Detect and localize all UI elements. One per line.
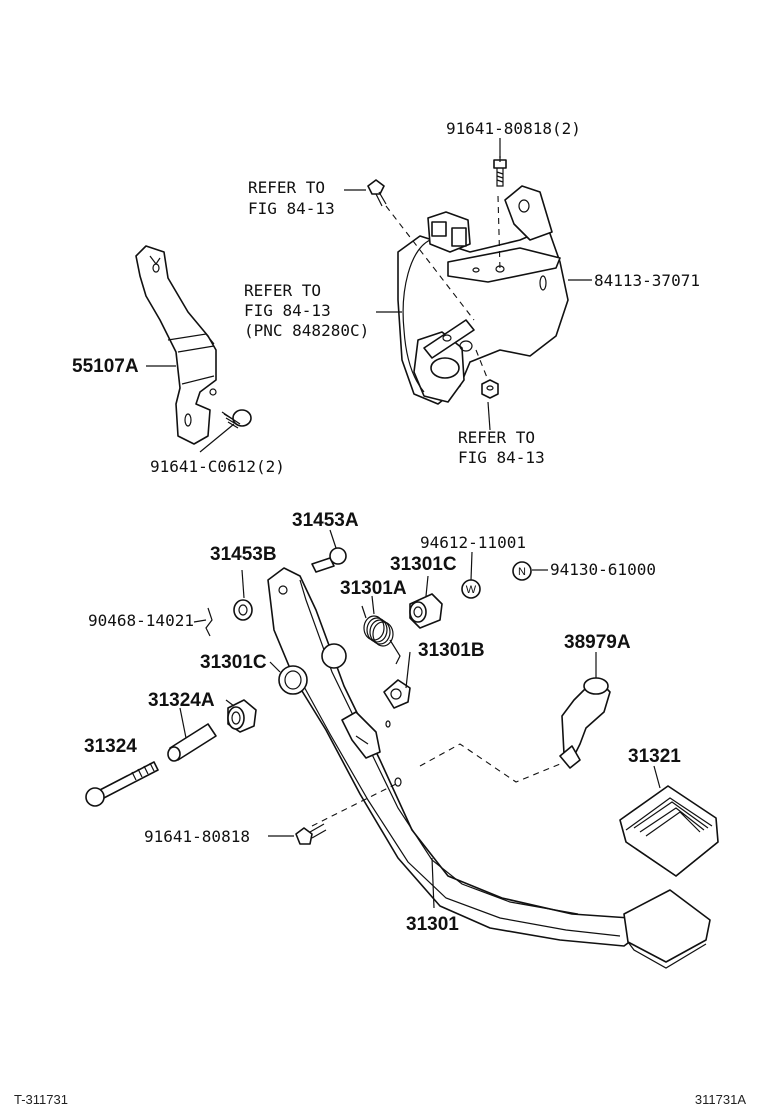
spring-31301a-icon	[361, 605, 401, 665]
cushion-31301b-icon	[383, 679, 411, 709]
label-refer-3-line2: FIG 84-13	[458, 448, 545, 467]
collar-31324a-icon	[167, 723, 217, 762]
label-pad-31321: 31321	[628, 746, 681, 767]
bushing-31301c-top-icon	[409, 593, 443, 629]
bolt-31324-icon	[85, 761, 159, 807]
label-refer-2-line2: FIG 84-13	[244, 301, 331, 320]
label-screw: 91641-C0612(2)	[150, 457, 285, 476]
bolt-91641-lower-icon	[295, 823, 327, 845]
nut-n-icon: N	[512, 561, 532, 581]
label-bolt-91641: 91641-80818	[144, 827, 250, 846]
footer-right: 311731A	[695, 1092, 746, 1107]
label-nut-n: 94130-61000	[550, 560, 656, 579]
label-cover-38979a: 38979A	[564, 632, 631, 653]
label-support: 55107A	[72, 356, 139, 377]
label-refer-2-line1: REFER TO	[244, 281, 321, 300]
label-bolt-324: 31324	[84, 736, 137, 757]
label-refer-1-line1: REFER TO	[248, 178, 325, 197]
bracket-assembly	[367, 159, 569, 405]
washer-w-icon: W	[461, 579, 481, 599]
label-bracket: 84113-37071	[594, 271, 700, 290]
pedal-cover-38979a-icon	[559, 677, 611, 769]
pin-90468-icon	[205, 607, 213, 637]
label-cushion-301b: 31301B	[418, 640, 485, 661]
label-washer-w: 94612-11001	[420, 533, 526, 552]
label-pedal-31301: 31301	[406, 914, 459, 935]
label-refer-3-line1: REFER TO	[458, 428, 535, 447]
support-bracket-55107a	[135, 245, 217, 445]
label-refer-1-line2: FIG 84-13	[248, 199, 335, 218]
bushing-31453b-icon	[233, 599, 253, 621]
nut-icon	[481, 379, 499, 399]
leader-lines	[146, 138, 661, 909]
bushing-31301c-mid-icon	[227, 699, 257, 733]
label-pin-90468: 90468-14021	[88, 611, 194, 630]
nut-n-symbol: N	[518, 566, 526, 578]
label-bush-453a: 31453A	[292, 510, 359, 531]
label-spring-301a: 31301A	[340, 578, 407, 599]
label-refer-2-line3: (PNC 848280C)	[244, 321, 369, 340]
label-bolt-top: 91641-80818(2)	[446, 119, 581, 138]
label-bush-301c-top: 31301C	[390, 554, 457, 575]
label-bush-453b: 31453B	[210, 544, 277, 565]
bolt-top-icon	[493, 159, 507, 187]
pedal-pad-31321-icon	[619, 785, 719, 877]
label-bush-301c-mid: 31301C	[200, 652, 267, 673]
footer-left: T-311731	[14, 1092, 68, 1107]
bolt-31453a-icon	[311, 547, 347, 573]
pedal-arm-31301	[267, 567, 711, 969]
label-collar-324a: 31324A	[148, 690, 215, 711]
bolt-refer-icon	[367, 179, 387, 207]
washer-w-symbol: W	[466, 584, 477, 596]
screw-icon	[221, 409, 252, 429]
